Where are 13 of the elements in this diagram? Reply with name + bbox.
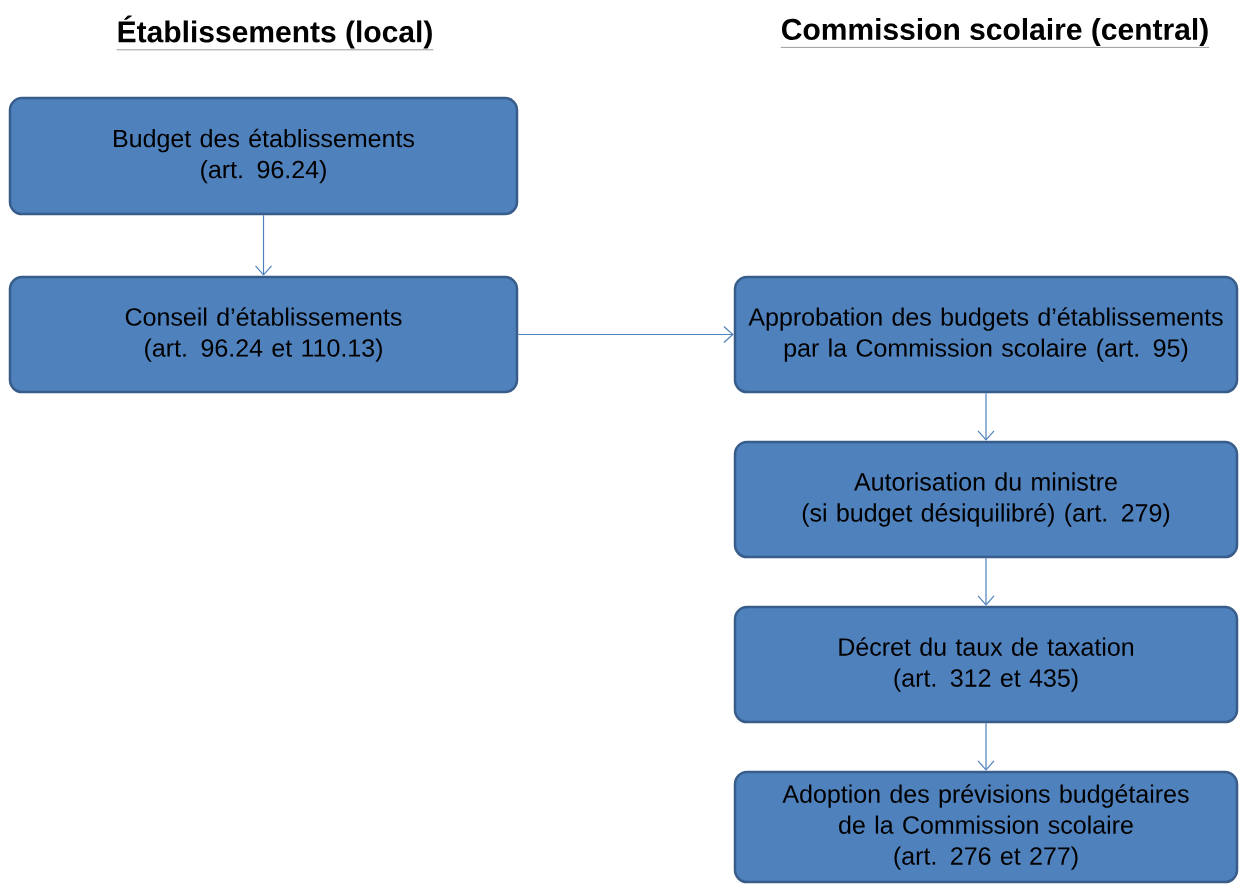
arrow bbox=[977, 557, 995, 606]
column-heading: Établissements (local) bbox=[116, 15, 434, 50]
process-box: Approbation des budgets d’établissements par la Commission scolaire (art. 95) bbox=[733, 275, 1239, 394]
arrow bbox=[254, 214, 273, 276]
arrow bbox=[977, 722, 995, 771]
arrow bbox=[517, 325, 734, 344]
process-box: Autorisation du ministre (si budget désiquilibré) (art. 279) bbox=[733, 440, 1239, 559]
process-box: Budget des établissements (art. 96.24) bbox=[8, 96, 519, 216]
process-box: Décret du taux de taxation (art. 312 et 435) bbox=[733, 605, 1239, 724]
column-heading: Commission scolaire (central) bbox=[780, 18, 1210, 48]
arrow bbox=[977, 392, 995, 441]
process-box: Adoption des prévisions budgétaires de la Commission scolaire (art. 276 et 277) bbox=[733, 770, 1239, 884]
process-box: Conseil d’établissements (art. 96.24 et 110.13) bbox=[8, 275, 519, 394]
